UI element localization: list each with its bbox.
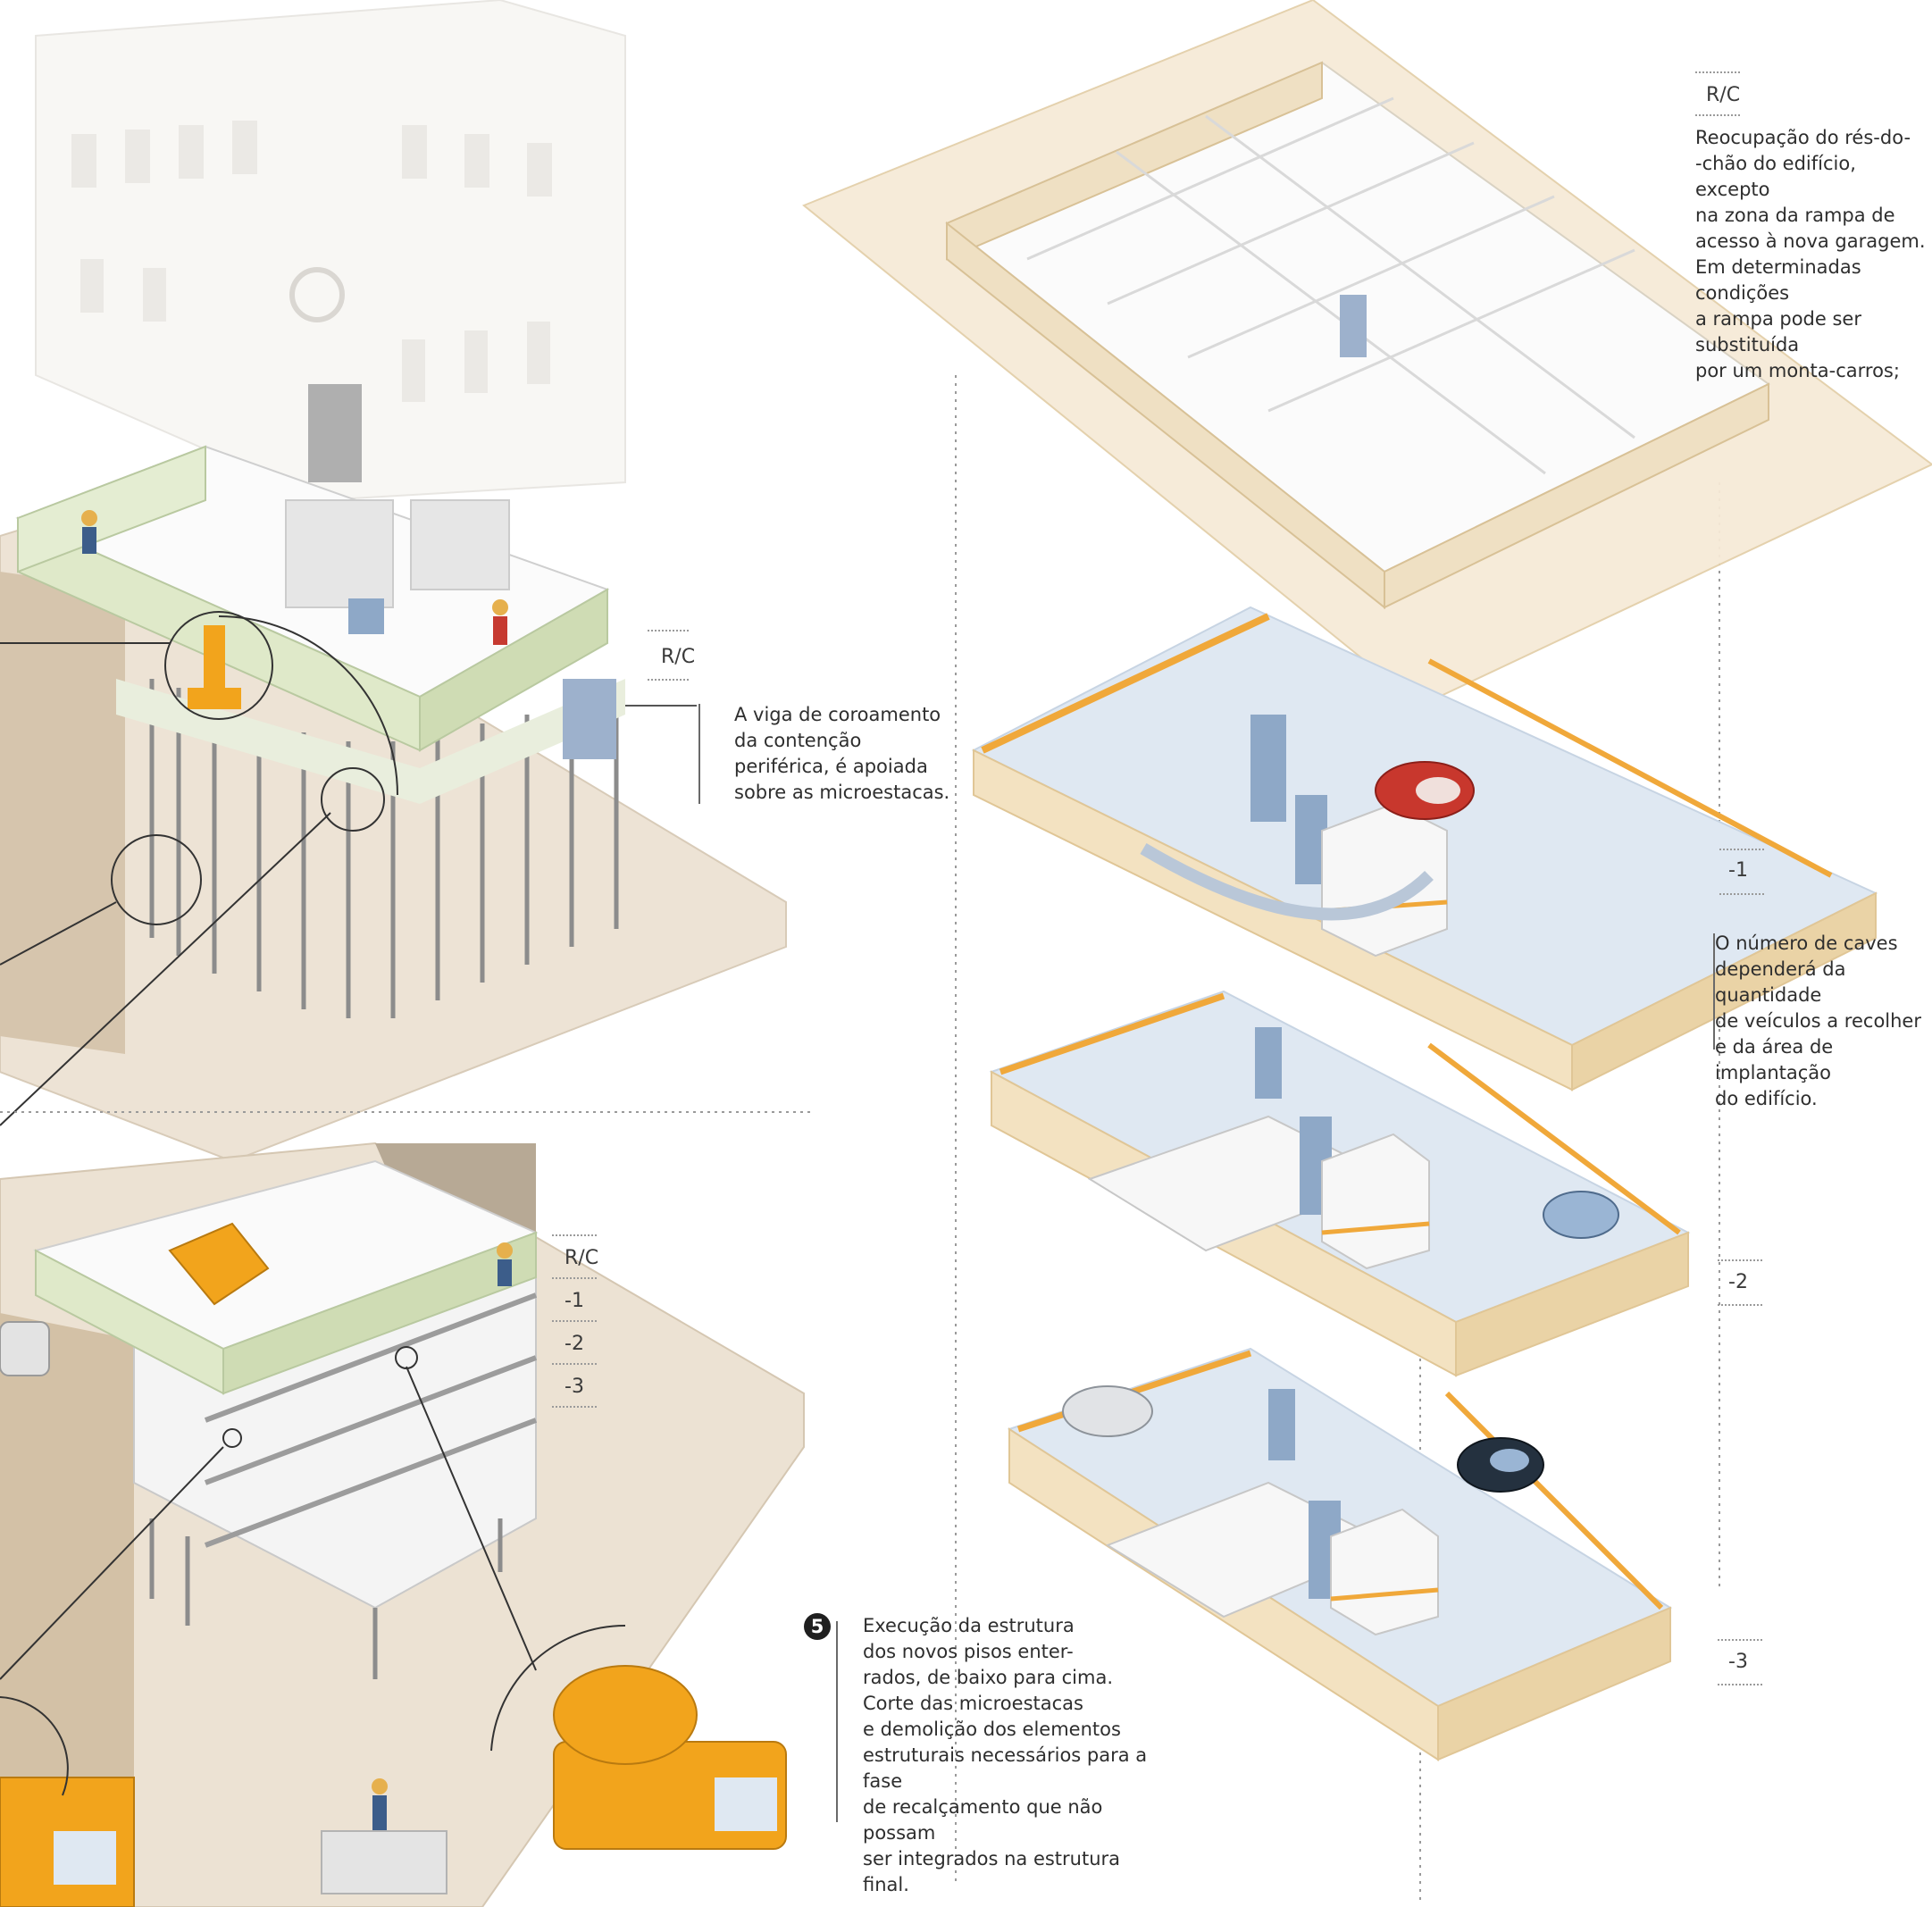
note-crown-beam: A viga de coroamento da contenção perifé…: [734, 704, 950, 803]
exploded-floor-stack: [802, 0, 1932, 1903]
note-caves-bracket: [1713, 933, 1715, 1050]
level-label-rc: R/C: [565, 1247, 599, 1269]
note-beam-bracket: [698, 704, 700, 804]
floor-b2: [989, 990, 1691, 1377]
note-step5-bracket: [836, 1621, 838, 1822]
level-label-b1: -1: [1728, 859, 1748, 882]
floor-b3: [1007, 1347, 1673, 1761]
level-label-b2: -2: [1728, 1271, 1748, 1293]
existing-building-facade: [35, 0, 626, 502]
step-5-badge: 5: [804, 1613, 831, 1640]
floor-rc: [802, 0, 1932, 707]
upper-worksite: [0, 445, 787, 1163]
level-label-b3: -3: [1728, 1651, 1748, 1673]
note-rc-reoccupation: Reocupação do rés-do- -chão do edifício,…: [1695, 127, 1926, 381]
note-step-5: Execução da estrutura dos novos pisos en…: [863, 1615, 1148, 1895]
level-label-rc: R/C: [661, 646, 696, 668]
level-label-rc: R/C: [1706, 84, 1741, 106]
level-label-b1: -1: [565, 1290, 584, 1312]
level-label-b2: -2: [565, 1333, 584, 1355]
lower-worksite: [0, 1142, 805, 1907]
floor-b1: [971, 606, 1878, 1092]
level-label-b3: -3: [565, 1376, 584, 1398]
note-number-of-basements: O número de caves dependerá da quantidad…: [1715, 933, 1921, 1109]
